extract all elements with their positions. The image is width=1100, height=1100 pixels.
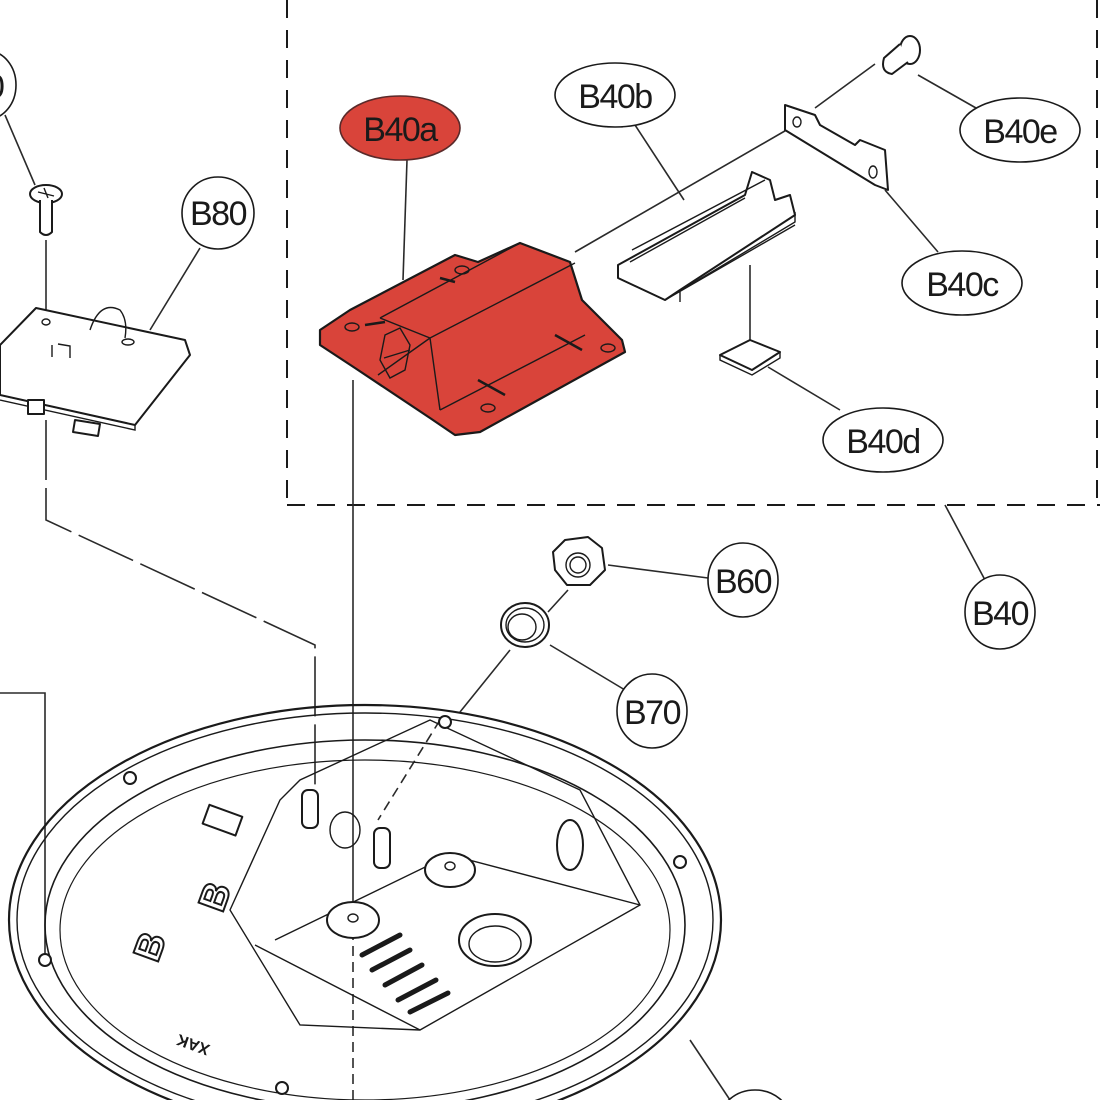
callout-b70: B70 <box>616 673 688 749</box>
callout-label: B80 <box>190 195 247 233</box>
callout-b60: B60 <box>707 542 779 618</box>
screw-part <box>29 184 63 236</box>
base-enclosure-part <box>8 703 722 1100</box>
b40c-bracket-part <box>784 104 889 191</box>
b40a-highlighted-part <box>318 241 627 437</box>
callout-label: B40b <box>578 78 652 116</box>
callout-partial-top-left: 0 <box>0 53 17 117</box>
stamp-text: XAK <box>174 1030 212 1058</box>
callout-b40c: B40c <box>901 250 1023 316</box>
callout-label: B70 <box>624 694 681 732</box>
leader-lines <box>0 63 986 1100</box>
base-markings: B B XAK <box>125 876 241 1058</box>
b40d-pad-part <box>719 339 781 376</box>
callout-b40d: B40d <box>822 407 944 473</box>
callout-label: B40e <box>983 113 1057 151</box>
callout-label: B60 <box>715 563 772 601</box>
b40e-pin-part <box>882 35 921 75</box>
callout-label: B40 <box>972 595 1029 633</box>
b70-washer-part <box>500 602 550 648</box>
callout-label: B40d <box>846 423 919 461</box>
callout-partial-bottom-right <box>727 1089 783 1100</box>
pcb-board-part <box>0 306 191 437</box>
callout-label: B40a <box>363 111 438 149</box>
letter-mark-2: B <box>126 927 175 967</box>
b60-nut-part <box>552 536 606 586</box>
callout-b40a: B40a <box>339 95 461 161</box>
callout-label: 0 <box>0 68 4 106</box>
callout-b40e: B40e <box>959 97 1081 163</box>
callout-b40: B40 <box>964 574 1036 650</box>
callout-label: B40c <box>926 266 999 304</box>
b40b-rail-part <box>617 171 796 302</box>
b40-group-box <box>286 0 1100 506</box>
callout-b40b: B40b <box>554 62 676 128</box>
letter-mark-1: B <box>191 877 240 917</box>
callout-b80: B80 <box>181 176 255 250</box>
